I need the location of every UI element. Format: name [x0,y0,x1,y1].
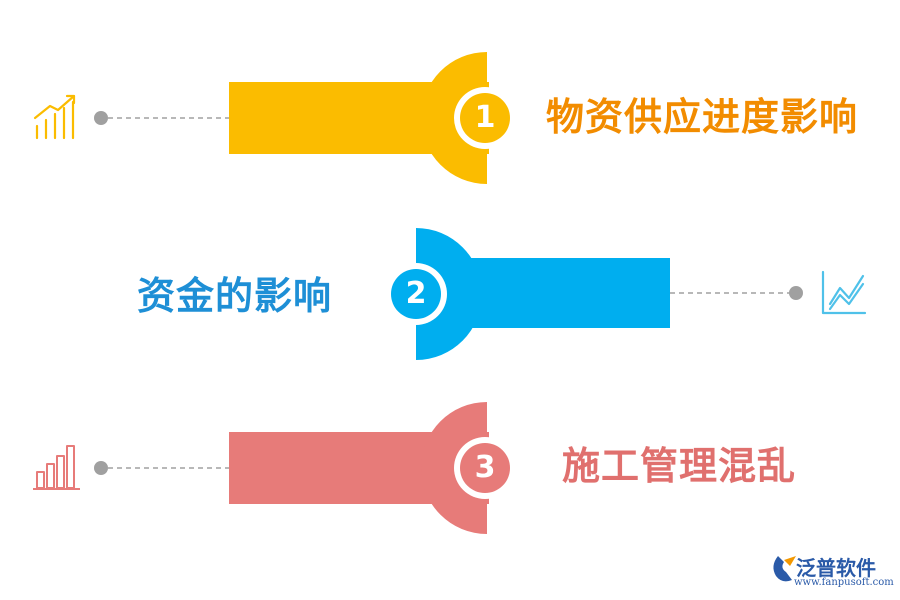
bar-chart-rising-icon [33,94,76,140]
item-2-number: 2 [405,276,427,311]
logo-brand-text: 泛普软件 [796,556,876,580]
item-2-connector [670,286,803,300]
item-3-number: 3 [474,450,496,485]
item-1-number: 1 [474,100,496,135]
logo-mark-icon [773,556,796,582]
item-1-shape [229,52,516,184]
logo-url-text: www.fanpusoft.com [794,577,894,588]
item-3-label: 施工管理混乱 [562,444,797,488]
item-3-shape [229,402,516,534]
bar-chart-icon [33,445,80,490]
item-2-label: 资金的影响 [137,274,333,318]
item-1-label: 物资供应进度影响 [546,95,859,139]
item-2-shape [385,228,670,360]
brand-logo: 泛普软件 www.fanpusoft.com [768,550,894,594]
item-1-connector [94,111,229,125]
item-3-connector [94,461,229,475]
line-chart-icon [821,270,867,315]
